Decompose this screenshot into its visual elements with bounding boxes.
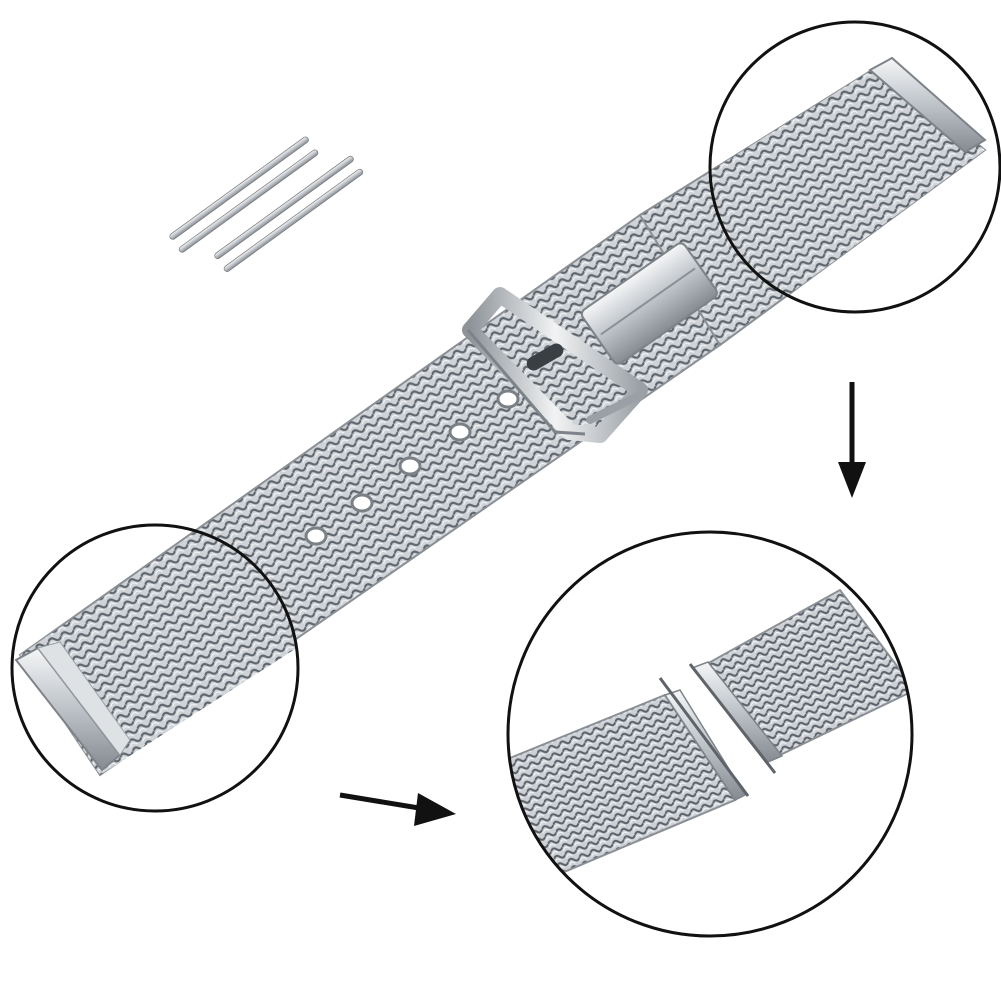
detail-circle-bottom-right [506, 530, 914, 938]
arrow-down-icon [838, 382, 866, 498]
arrow-right-icon [339, 792, 456, 826]
spring-bars-icon [169, 136, 364, 272]
buckle-icon [462, 242, 718, 443]
strap-holes [304, 389, 520, 546]
